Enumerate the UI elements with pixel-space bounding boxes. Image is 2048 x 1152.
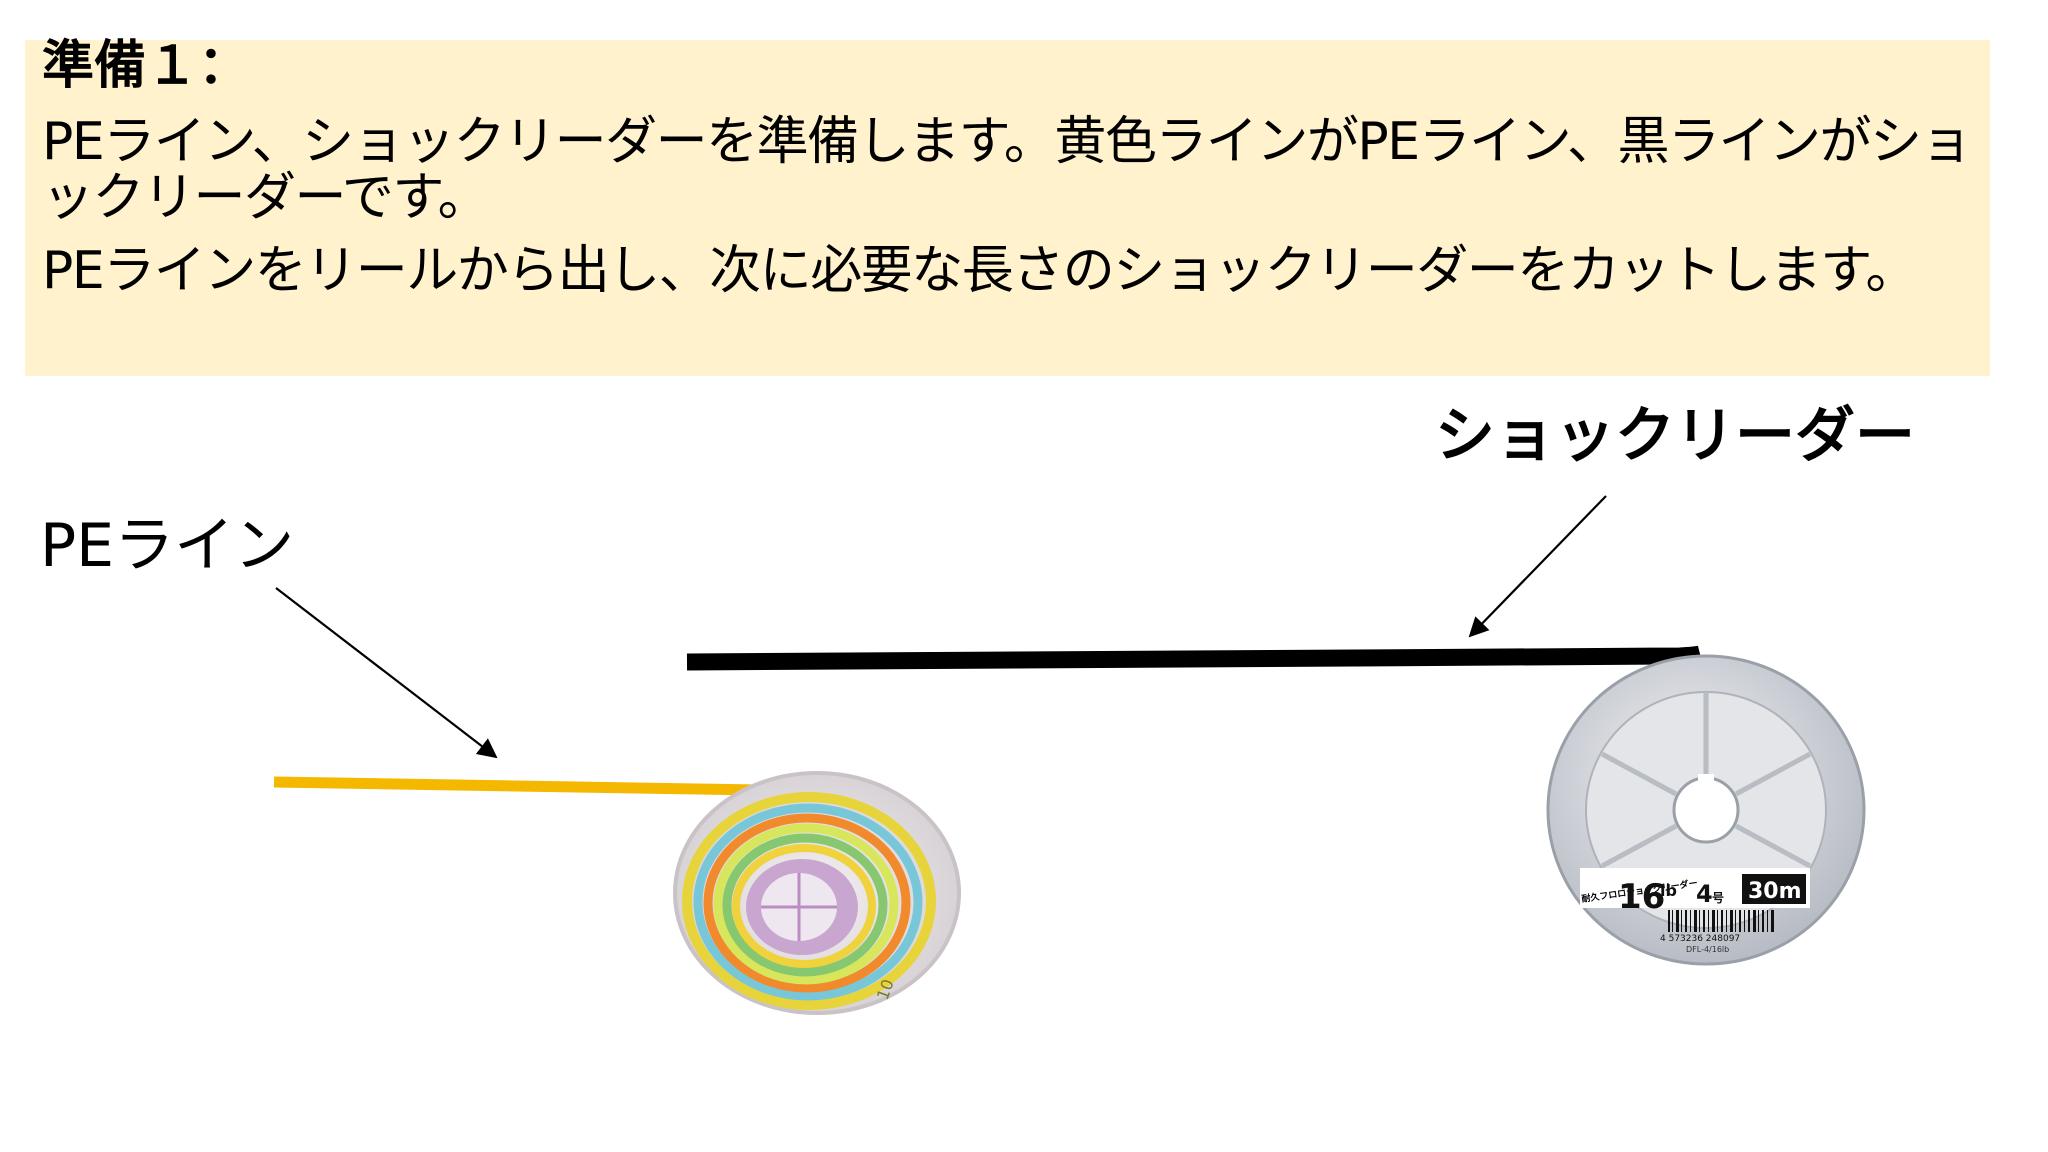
shock-leader-label: ショックリーダー <box>1435 401 1915 471</box>
pe-line-label: PEライン <box>40 511 295 581</box>
instruction-paragraph-1: PEライン、ショックリーダーを準備します。黄色ラインがPEライン、黒ラインがショ… <box>42 112 1973 228</box>
pe-spool: 10 <box>673 771 961 1015</box>
barcode <box>1668 910 1774 932</box>
step-heading: 準備１： <box>42 36 251 96</box>
leader-strength-unit: lb <box>1660 881 1677 900</box>
leader-model: DFL-4/16lb <box>1686 945 1729 954</box>
instruction-paragraph-2: PEラインをリールから出し、次に必要な長さのショックリーダーをカットします。 <box>42 241 1918 301</box>
leader-line <box>686 645 1703 671</box>
leader-length: 30m <box>1748 879 1802 904</box>
leader-spool: 耐久フロロショックリーダー 16 lb 4 号 30m <box>1546 654 1866 966</box>
leader-size-unit: 号 <box>1712 890 1724 905</box>
leader-barcode-number: 4 573236 248097 <box>1660 934 1740 944</box>
leader-arrow <box>1468 495 1607 638</box>
pe-line <box>273 776 761 796</box>
pe-arrow <box>275 587 498 759</box>
instruction-box <box>25 40 1990 376</box>
leader-size: 4 <box>1696 880 1713 908</box>
leader-strength: 16 <box>1618 877 1665 917</box>
